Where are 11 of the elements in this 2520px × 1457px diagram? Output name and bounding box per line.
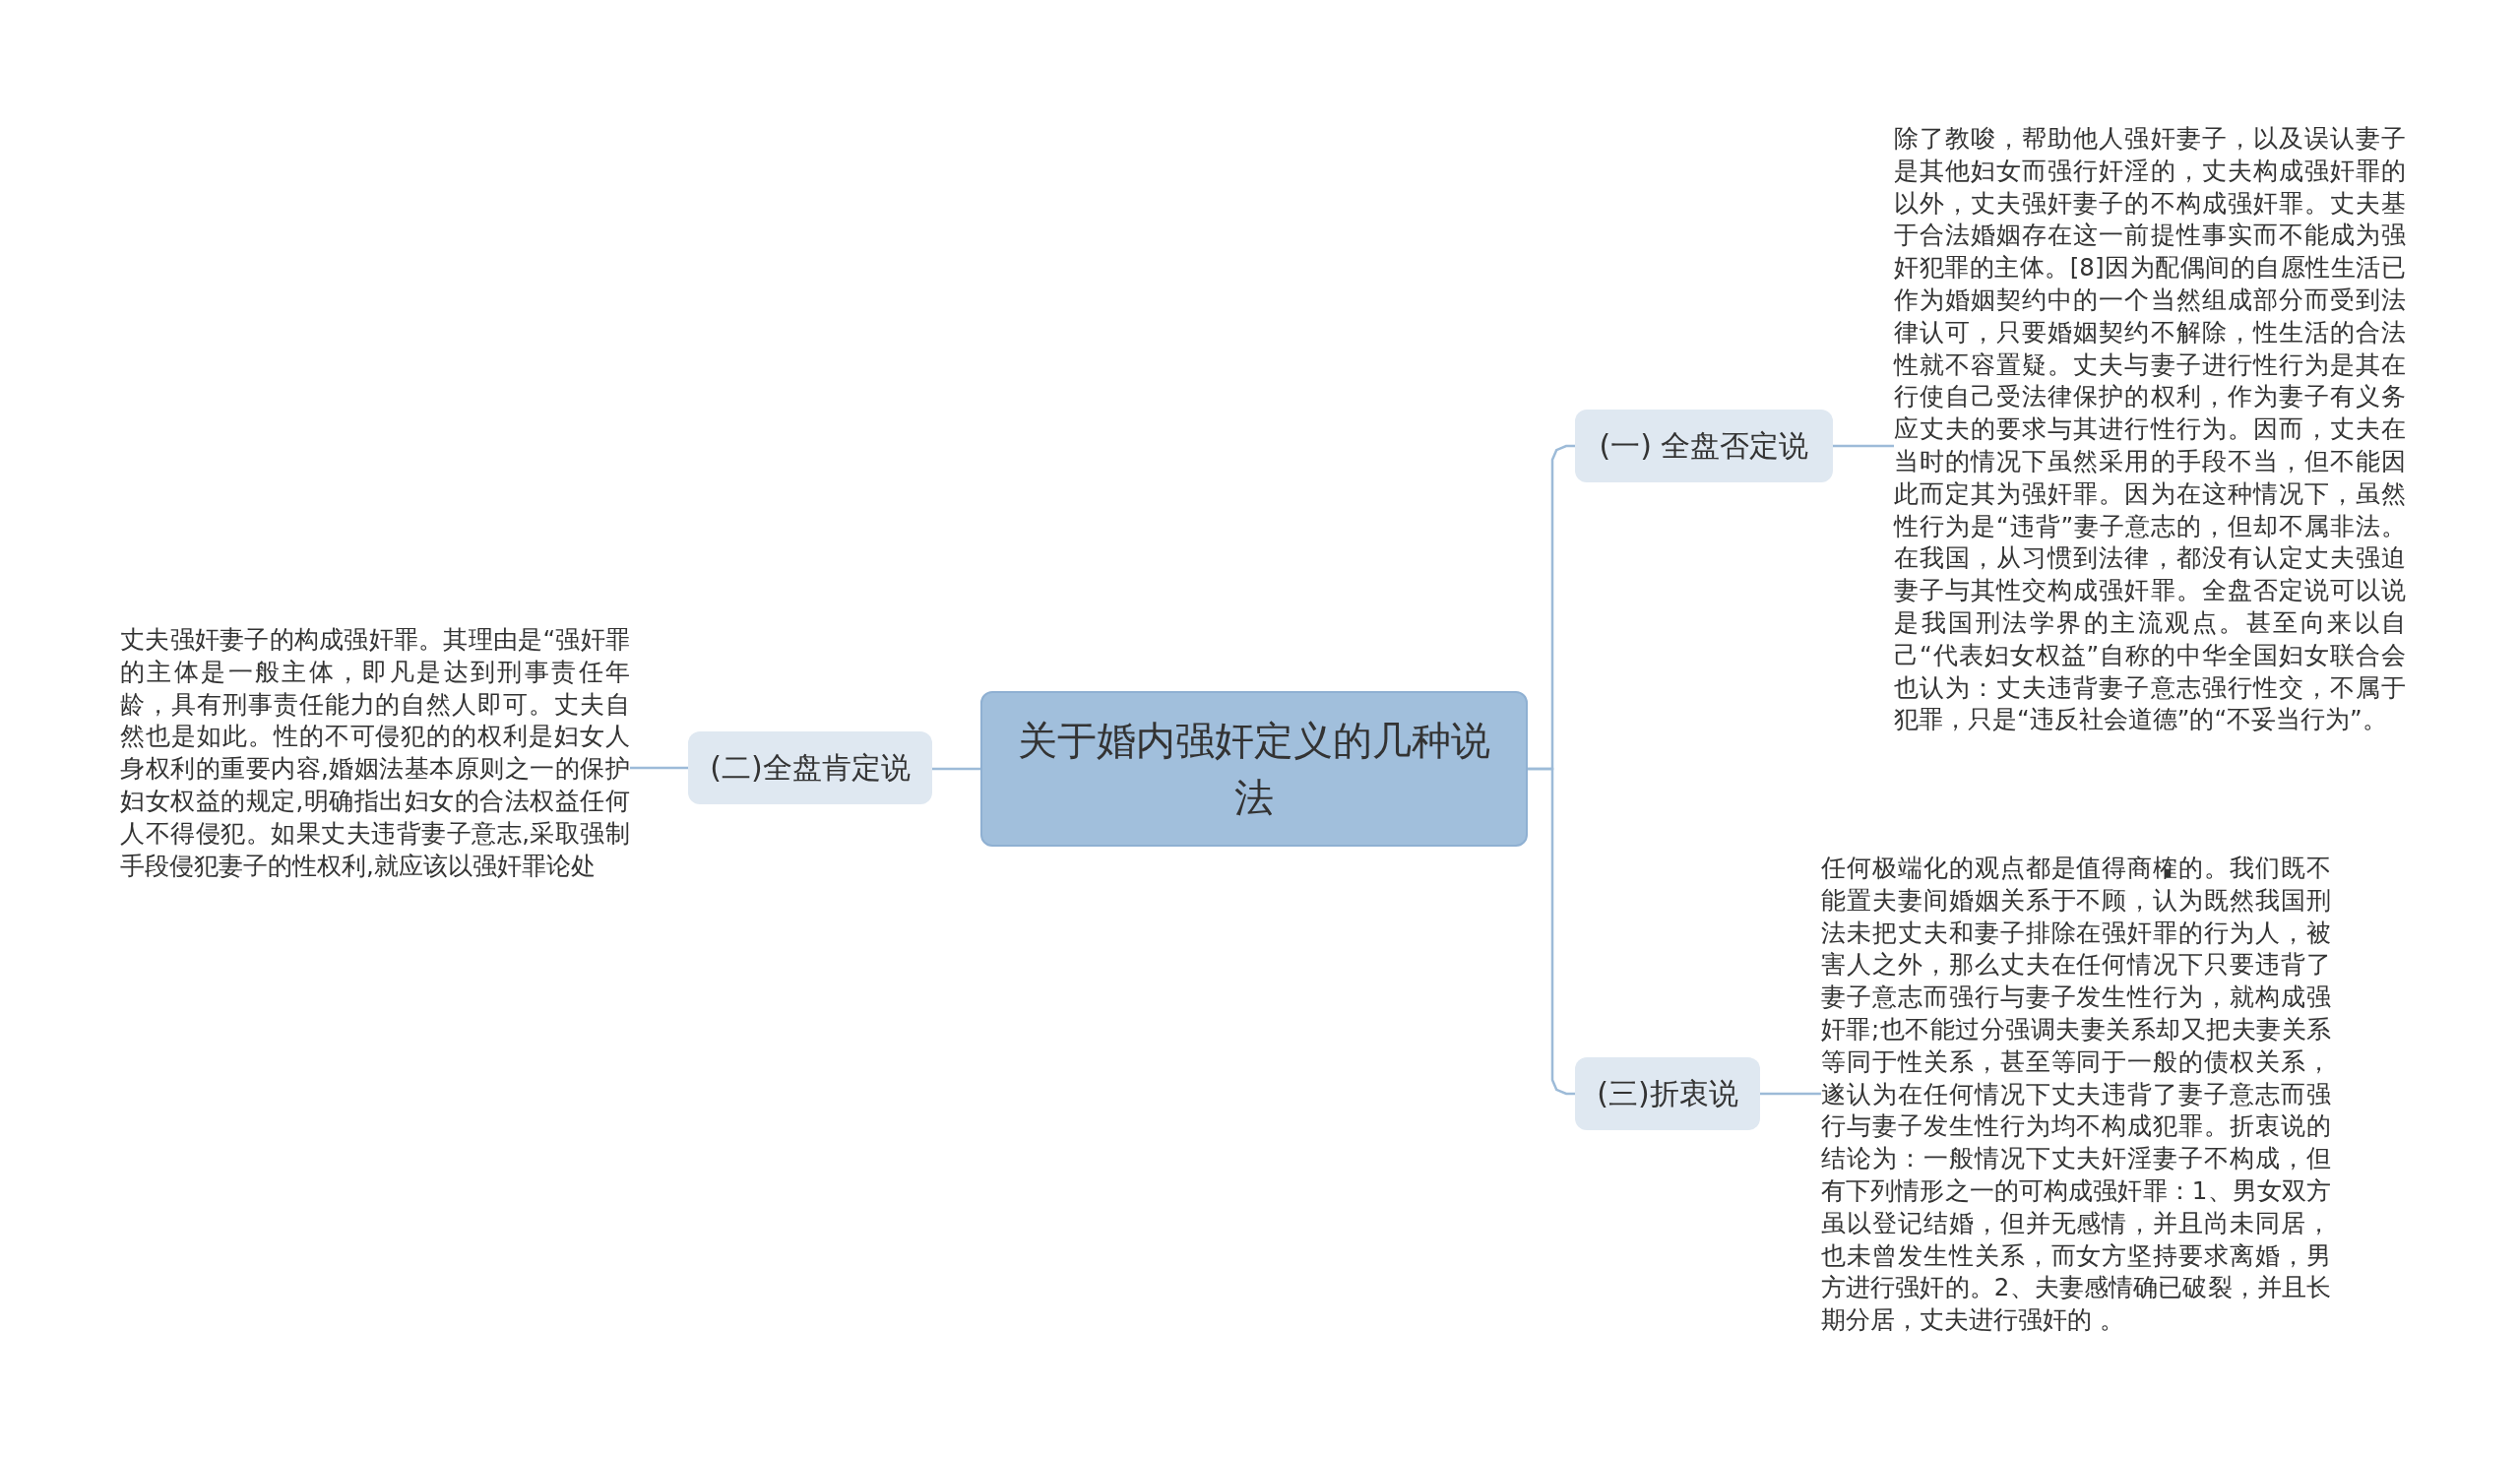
connector-line <box>932 767 980 771</box>
root-topic-box: 关于婚内强奸定义的几种说法 <box>980 691 1528 847</box>
note-text: 丈夫强奸妻子的构成强奸罪。其理由是“强奸罪的主体是一般主体，即凡是达到刑事责任年龄，具有刑事责任能力的自然人即可。丈夫自然也是如此。性的不可侵犯的的权利是妇女人身权利的重要内容,婚姻法基本原则之一的保护妇女权益的规定,明确指出妇女的合法权益任何人不得侵犯。如果丈夫违背妻子意志,采取强制手段侵犯妻子的性权利,就应该以强奸罪论处 <box>120 624 630 882</box>
topic-box: (三)折衷说 <box>1575 1057 1760 1130</box>
topic-box: (一) 全盘否定说 <box>1575 410 1833 482</box>
note-text: 除了教唆，帮助他人强奸妻子，以及误认妻子是其他妇女而强行奸淫的，丈夫构成强奸罪的以外，丈夫强奸妻子的不构成强奸罪。丈夫基于合法婚姻存在这一前提性事实而不能成为强奸犯罪的主体。[8]因为配偶间的自愿性生活已作为婚姻契约中的一个当然组成部分而受到法律认可，只要婚姻契约不解除，性生活的合法性就不容置疑。丈夫与妻子进行性行为是其在行使自己受法律保护的权利，作为妻子有义务应丈夫的要求与其进行性行为。因而，丈夫在当时的情况下虽然采用的手段不当，但不能因此而定其为强奸罪。因为在这种情况下，虽然性行为是“违背”妻子意志的，但却不属非法。在我国，从习惯到法律，都没有认定丈夫强迫妻子与其性交构成强奸罪。全盘否定说可以说是我国刑法学界的主流观点。甚至向来以自己“代表妇女权益”自称的中华全国妇女联合会也认为：丈夫违背妻子意志强行性交，不属于犯罪，只是“违反社会道德”的“不妥当行为”。 <box>1894 123 2406 736</box>
connector-line <box>1833 444 1894 448</box>
connector-line <box>1760 1092 1821 1096</box>
connector-line <box>630 766 688 770</box>
note-text: 任何极端化的观点都是值得商榷的。我们既不能置夫妻间婚姻关系于不顾，认为既然我国刑法未把丈夫和妻子排除在强奸罪的行为人，被害人之外，那么丈夫在任何情况下只要违背了妻子意志而强行与妻子发生性行为，就构成强奸罪;也不能过分强调夫妻关系却又把夫妻关系等同于性关系，甚至等同于一般的债权关系，遂认为在任何情况下丈夫违背了妻子意志而强行与妻子发生性行为均不构成犯罪。折衷说的结论为：一般情况下丈夫奸淫妻子不构成，但有下列情形之一的可构成强奸罪：1、男女双方虽以登记结婚，但并无感情，并且尚未同居，也未曾发生性关系，而女方坚持要求离婚，男方进行强奸的。2、夫妻感情确已破裂，并且长期分居，丈夫进行强奸的 。 <box>1821 853 2331 1337</box>
topic-box: (二)全盘肯定说 <box>688 731 932 804</box>
